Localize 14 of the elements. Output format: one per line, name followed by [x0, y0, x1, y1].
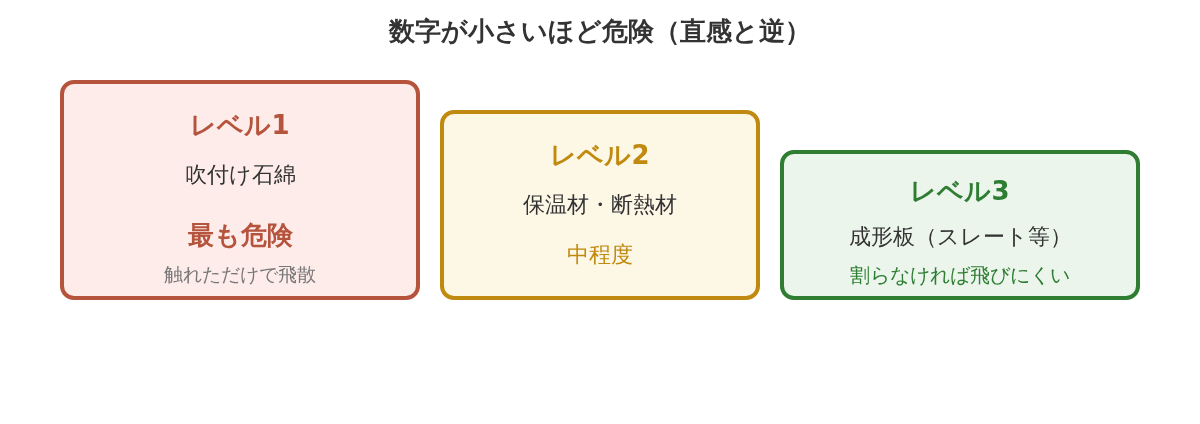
risk-text: 割らなければ飛びにくい: [850, 262, 1070, 289]
level-heading: レベル2: [550, 139, 650, 172]
level-heading: レベル3: [910, 175, 1010, 208]
material-text: 吹付け石綿: [184, 161, 296, 189]
level-card: [60, 80, 420, 300]
level-card: [440, 110, 760, 300]
material-text: 保温材・断熱材: [523, 191, 677, 219]
level-heading: レベル1: [190, 109, 290, 142]
risk-text: 中程度: [567, 241, 633, 269]
note-text: 触れただけで飛散: [164, 262, 316, 287]
diagram-title: 数字が小さいほど危険（直感と逆）: [389, 15, 811, 48]
risk-text: 最も危険: [187, 219, 293, 252]
level-card: [780, 150, 1140, 300]
material-text: 成形板（スレート等）: [848, 223, 1072, 251]
